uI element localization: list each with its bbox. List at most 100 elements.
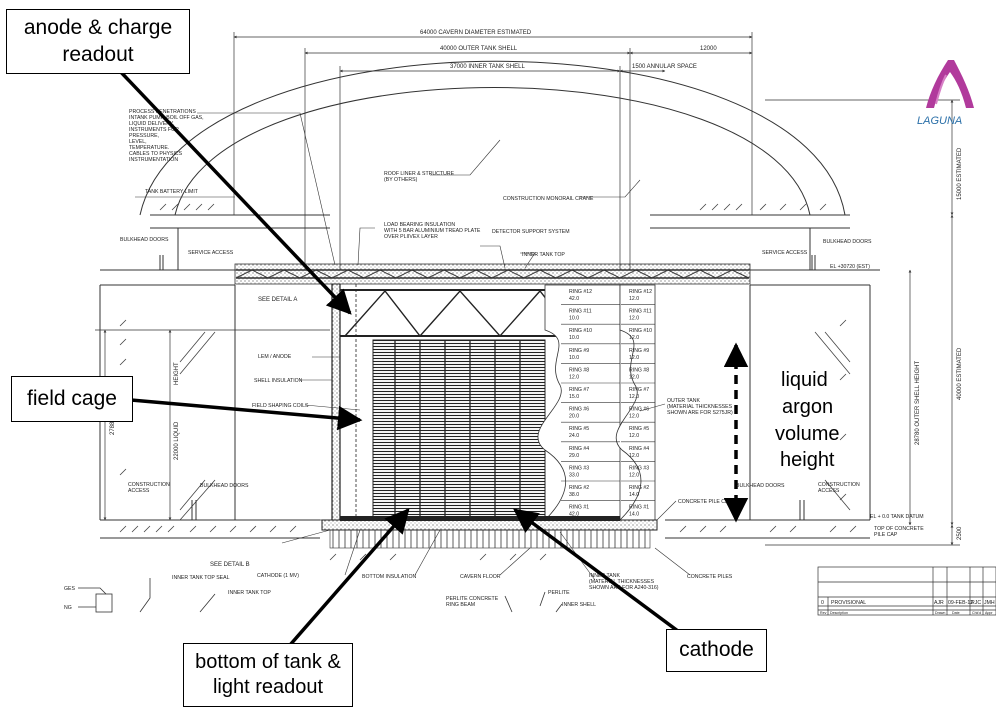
field-cage-verticals <box>394 340 521 518</box>
ring-thickness: 12.0 <box>629 296 639 302</box>
ring-thickness: 38.0 <box>569 492 579 498</box>
ring-thickness: 12.0 <box>629 316 639 322</box>
outer-tank-label-2: (MATERIAL THICKNESSES <box>667 404 733 410</box>
ring-name: RING #9 <box>629 348 649 354</box>
tank-walls <box>331 283 357 521</box>
bottom-insulation <box>340 516 620 521</box>
callout-anode-line2: readout <box>62 42 134 66</box>
cavern-dome <box>139 60 846 216</box>
svg-text:0: 0 <box>821 600 824 606</box>
ring-thickness: 14.0 <box>629 512 639 518</box>
dim-v15000: 15000 ESTIMATED <box>957 147 963 200</box>
detector-label: DETECTOR SUPPORT SYSTEM <box>492 229 570 235</box>
dim-inner: 37000 INNER TANK SHELL <box>450 64 525 70</box>
lar-line-3: volume <box>775 423 839 445</box>
svg-text:INSTRUMENTATION: INSTRUMENTATION <box>129 157 178 163</box>
dim-v28780: 28780 OUTER SHELL HEIGHT <box>915 361 921 445</box>
loadbearing-label-1: LOAD BEARING INSULATION <box>384 222 455 228</box>
ground-hatch <box>119 203 857 561</box>
perlite-label: PERLITE <box>548 590 570 596</box>
ring-thickness: 12.0 <box>629 414 639 420</box>
inner-shell-label: INNER SHELL <box>562 602 596 608</box>
dim-v27880: 27880 <box>110 418 116 435</box>
ring-name: RING #1 <box>569 505 589 511</box>
svg-text:Date: Date <box>952 611 960 615</box>
cavern-floor-label: CAVERN FLOOR <box>460 574 501 580</box>
lar-line-2: argon <box>782 396 833 418</box>
perlite-beam-label-2: RING BEAM <box>446 602 475 608</box>
ring-name: RING #9 <box>569 348 589 354</box>
title-block-header: Rev Description Drawn Date Chk'd Appr <box>820 611 993 615</box>
callout-anode: anode & charge readout <box>6 9 190 74</box>
ring-name: RING #6 <box>569 407 589 413</box>
dim-v22000: 22000 LIQUID <box>174 421 180 460</box>
ges-label: GES <box>64 586 75 592</box>
piles-label: CONCRETE PILES <box>687 574 733 580</box>
ring-name: RING #3 <box>629 465 649 471</box>
ring-thickness: 24.0 <box>569 433 579 439</box>
dim-outer: 40000 OUTER TANK SHELL <box>440 46 518 52</box>
ring-thickness: 12.0 <box>629 433 639 439</box>
shell-insulation-label: SHELL INSULATION <box>254 378 303 384</box>
title-block <box>817 566 996 616</box>
ring-name: RING #5 <box>569 426 589 432</box>
svg-text:RJC: RJC <box>971 600 981 606</box>
construction-right-2: ACCESS <box>818 488 840 494</box>
cavern-walls <box>99 214 880 539</box>
svg-text:LEVEL,: LEVEL, <box>129 139 147 145</box>
bulkhead-bottom-right-label: BULKHEAD DOORS <box>736 483 785 489</box>
svg-text:Rev: Rev <box>820 611 827 615</box>
pilecap-label: CONCRETE PILE CAP <box>678 499 732 505</box>
loadbearing-label-3: OVER PLIIVEX LAYER <box>384 234 438 240</box>
ring-name: RING #3 <box>569 465 589 471</box>
svg-text:PRESSURE,: PRESSURE, <box>129 133 159 139</box>
callout-field-cage-text: field cage <box>27 386 117 410</box>
process-label: PROCESS PENETRATIONS INTANK PUMP, BOIL O… <box>129 109 204 163</box>
svg-text:AJR: AJR <box>934 600 944 606</box>
inner-top-2-label: INNER TANK TOP <box>228 590 271 596</box>
detail-fragment <box>78 578 563 613</box>
callout-cathode-text: cathode <box>679 638 754 662</box>
dim-cavern: 64000 CAVERN DIAMETER ESTIMATED <box>420 30 532 36</box>
svg-text:PROVISIONAL: PROVISIONAL <box>831 600 866 606</box>
title-block-row: 0 PROVISIONAL AJR 09-FEB-12 RJC JMH <box>821 600 995 606</box>
bottom-insulation-label: BOTTOM INSULATION <box>362 574 417 580</box>
ring-name: RING #10 <box>629 328 652 334</box>
ring-name: RING #4 <box>569 446 589 452</box>
lar-line-1: liquid <box>781 369 828 391</box>
callout-bottom-line2: light readout <box>212 676 324 698</box>
ring-thickness: 29.0 <box>569 453 579 459</box>
ring-thickness: 10.0 <box>569 316 579 322</box>
ring-name: RING #7 <box>569 387 589 393</box>
svg-text:TEMPERATURE.: TEMPERATURE. <box>129 145 169 151</box>
loadbearing-label-2: WITH 5 BAR ALUMINIUM TREAD PLATE <box>384 228 481 234</box>
el30720-label: EL +30720 (EST) <box>830 264 870 270</box>
inner-tank-label-3: SHOWN ARE FOR A240-316) <box>589 585 659 591</box>
ring-thickness: 12.0 <box>629 335 639 341</box>
ring-thickness: 33.0 <box>569 472 579 478</box>
dim-right12: 12000 <box>700 46 717 52</box>
ring-thickness: 42.0 <box>569 512 579 518</box>
perlite-beam-label-1: PERLITE CONCRETE <box>446 596 499 602</box>
field-cage <box>372 339 546 519</box>
service-right-label: SERVICE ACCESS <box>762 250 808 256</box>
callout-bottom-line1: bottom of tank & <box>195 651 341 673</box>
ring-thickness: 12.0 <box>629 374 639 380</box>
doors <box>159 255 816 520</box>
ring-name: RING #2 <box>629 485 649 491</box>
ring-thickness: 12.0 <box>629 394 639 400</box>
ng-label: NG <box>64 605 72 611</box>
ring-thickness: 42.0 <box>569 296 579 302</box>
concrete-piles <box>329 529 651 549</box>
dim-height: HEIGHT <box>174 362 180 385</box>
top-dimensions <box>95 32 960 546</box>
top-pile-label-1: TOP OF CONCRETE <box>874 526 924 532</box>
ring-name: RING #11 <box>629 309 652 315</box>
svg-text:Chk'd: Chk'd <box>972 611 981 615</box>
ring-name: RING #10 <box>569 328 592 334</box>
callout-bottom: bottom of tank & light readout <box>183 643 353 707</box>
bulkhead-bottom-left-label: BULKHEAD DOORS <box>200 483 249 489</box>
ring-thickness: 12.0 <box>629 355 639 361</box>
